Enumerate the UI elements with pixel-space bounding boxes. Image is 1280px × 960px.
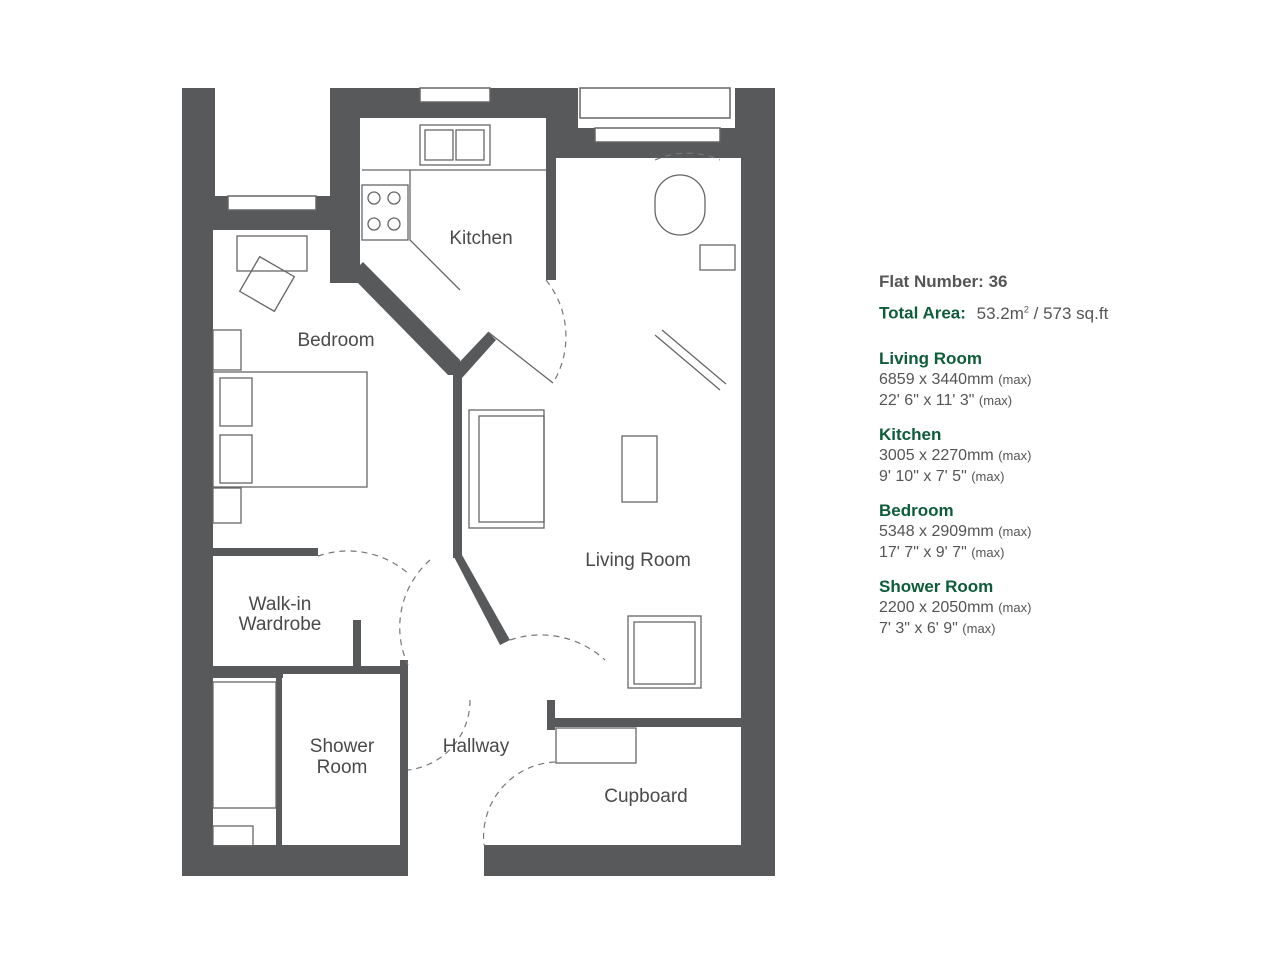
flat-number: Flat Number: 36 (879, 272, 1259, 292)
room-spec: Bedroom 5348 x 2909mm (max) 17' 7" x 9' … (879, 501, 1259, 563)
label-walkin-2: Wardrobe (239, 614, 322, 635)
room-metric-value: 5348 x 2909mm (879, 522, 994, 540)
room-imperial-value: 17' 7" x 9' 7" (879, 543, 967, 561)
label-shower-1: Shower (310, 736, 375, 757)
room-max-suffix: (max) (998, 447, 1032, 463)
room-spec-imperial: 17' 7" x 9' 7" (max) (879, 542, 1259, 563)
room-max-suffix: (max) (971, 468, 1005, 484)
flat-number-label: Flat Number: (879, 272, 984, 291)
windows (227, 87, 731, 211)
label-hallway: Hallway (443, 736, 510, 757)
room-spec: Shower Room 2200 x 2050mm (max) 7' 3" x … (879, 577, 1259, 639)
kitchen-partition (452, 332, 496, 378)
room-max-suffix: (max) (962, 620, 996, 636)
room-max-suffix: (max) (998, 599, 1032, 615)
area-metric: 53.2m (976, 303, 1024, 323)
room-spec-imperial: 7' 3" x 6' 9" (max) (879, 618, 1259, 639)
room-spec-metric: 5348 x 2909mm (max) (879, 521, 1259, 542)
label-kitchen: Kitchen (449, 228, 512, 249)
furniture (212, 124, 736, 847)
room-max-suffix: (max) (978, 392, 1013, 408)
label-shower-2: Room (317, 757, 368, 778)
room-spec-name: Living Room (879, 348, 982, 368)
room-spec-imperial: 22' 6" x 11' 3" (max) (879, 390, 1259, 411)
room-metric-value: 6859 x 3440mm (879, 370, 994, 388)
room-spec-name: Bedroom (879, 500, 954, 520)
room-spec-name: Shower Room (879, 576, 994, 596)
interior-walls (213, 548, 741, 854)
living-diag-lower (453, 555, 510, 645)
label-living-room: Living Room (585, 550, 691, 571)
total-area-label: Total Area: (879, 303, 966, 323)
living-divider-wall (453, 368, 462, 558)
room-imperial-value: 9' 10" x 7' 5" (879, 467, 967, 485)
room-spec: Kitchen 3005 x 2270mm (max) 9' 10" x 7' … (879, 425, 1259, 487)
room-max-suffix: (max) (998, 371, 1032, 387)
room-spec-metric: 6859 x 3440mm (max) (879, 369, 1259, 390)
floor-plan: Kitchen Bedroom Living Room Walk-in Ward… (182, 87, 775, 876)
door-swings (317, 152, 721, 846)
room-metric-value: 3005 x 2270mm (879, 446, 994, 464)
plan-labels: Kitchen Bedroom Living Room Walk-in Ward… (239, 228, 691, 807)
room-metric-value: 2200 x 2050mm (879, 598, 994, 616)
area-imperial: / 573 sq.ft (1028, 303, 1109, 323)
label-bedroom: Bedroom (297, 330, 374, 351)
room-max-suffix: (max) (998, 523, 1032, 539)
total-area-value: 53.2m2 / 573 sq.ft (977, 304, 1109, 323)
room-spec-name: Kitchen (879, 424, 942, 444)
label-walkin-1: Walk-in (249, 594, 312, 615)
walls (182, 88, 775, 876)
room-spec: Living Room 6859 x 3440mm (max) 22' 6" x… (879, 349, 1259, 411)
room-spec-metric: 3005 x 2270mm (max) (879, 445, 1259, 466)
room-max-suffix: (max) (971, 544, 1005, 560)
flat-number-value: 36 (988, 272, 1008, 291)
total-area: Total Area: 53.2m2 / 573 sq.ft (879, 298, 1259, 325)
room-imperial-value: 7' 3" x 6' 9" (879, 619, 958, 637)
diagonal-wall (355, 262, 460, 375)
room-spec-imperial: 9' 10" x 7' 5" (max) (879, 466, 1259, 487)
label-cupboard: Cupboard (604, 786, 687, 807)
area-metric-sup: 2 (1023, 304, 1029, 314)
flat-info-panel: Flat Number: 36 Total Area: 53.2m2 / 573… (879, 272, 1259, 639)
room-imperial-value: 22' 6" x 11' 3" (879, 391, 975, 409)
room-spec-metric: 2200 x 2050mm (max) (879, 597, 1259, 618)
